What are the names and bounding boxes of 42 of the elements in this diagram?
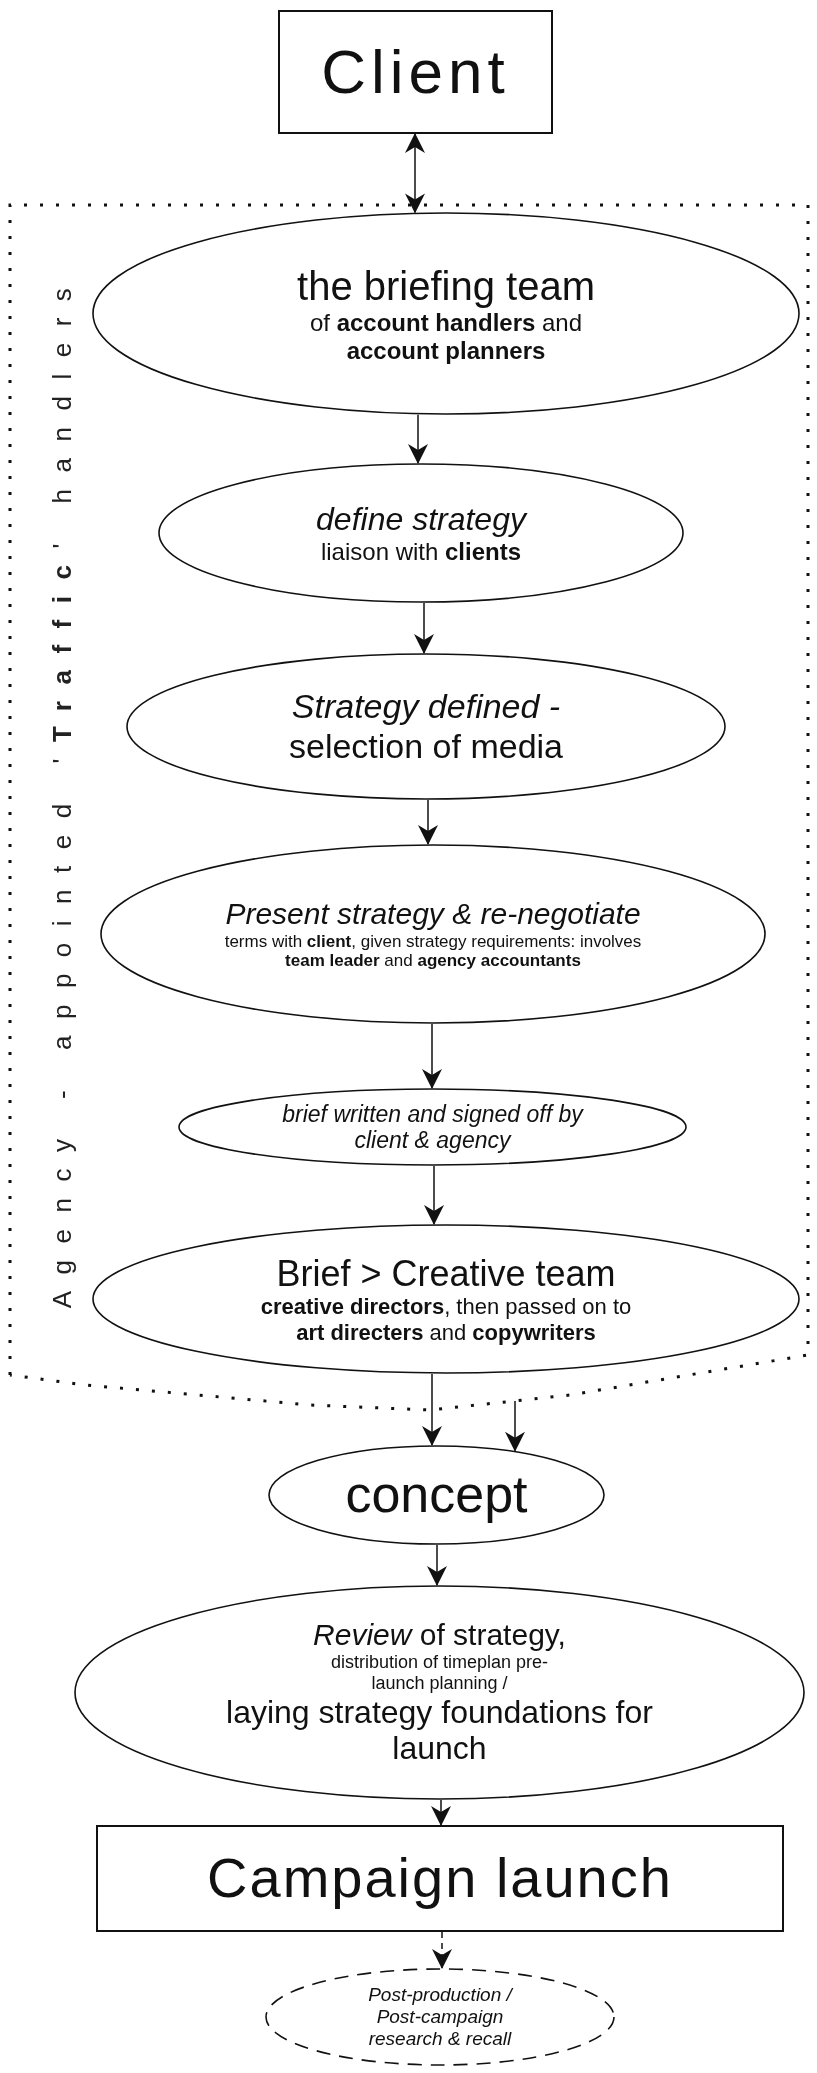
arrow xyxy=(432,1931,452,1969)
node-title: Post-production / Post-campaign research & recall xyxy=(367,1984,515,2050)
node-title: Campaign launch xyxy=(207,1846,673,1911)
process-ellipse xyxy=(92,212,800,415)
dashed-ellipse xyxy=(265,1968,615,2066)
node-text: laying strategy foundations for launch xyxy=(225,1693,654,1768)
node-text: liaison with clients xyxy=(320,537,522,566)
process-ellipse xyxy=(158,463,684,603)
process-ellipse xyxy=(178,1088,687,1166)
process-box xyxy=(278,10,553,134)
node-title: the briefing team xyxy=(297,262,595,309)
arrow xyxy=(405,133,425,214)
process-box xyxy=(96,1825,784,1932)
node-title: Present strategy & re-negotiate xyxy=(225,897,641,932)
node-text: distribution of timeplan pre-launch planning / xyxy=(329,1652,550,1694)
dotted-region xyxy=(10,205,808,1412)
node-text: selection of media xyxy=(288,726,563,766)
node-title: Client xyxy=(321,36,510,108)
node-text: of account handlers and account planners xyxy=(308,308,584,365)
process-ellipse xyxy=(74,1585,805,1800)
node-title: Strategy defined - xyxy=(291,687,561,727)
node-title: define strategy xyxy=(316,500,526,538)
process-ellipse xyxy=(92,1224,800,1374)
node-text: creative directors, then passed on to art directers and copywriters xyxy=(259,1294,633,1345)
arrow xyxy=(422,1023,442,1089)
arrow xyxy=(505,1400,525,1452)
arrow xyxy=(427,1544,447,1586)
arrow xyxy=(431,1799,451,1826)
node-text: terms with client, given strategy requirements: involves team leader and agency accountants xyxy=(223,931,643,971)
region-label: Agency - appointed 'Traffic' handlers xyxy=(45,270,78,1311)
process-ellipse xyxy=(126,653,726,800)
arrow xyxy=(424,1165,444,1226)
node-title: Brief > Creative team xyxy=(276,1253,616,1295)
arrow xyxy=(418,799,438,845)
node-title: brief written and signed off by client & agency xyxy=(281,1100,585,1154)
arrow xyxy=(414,602,434,654)
process-ellipse xyxy=(268,1445,605,1545)
process-ellipse xyxy=(100,844,766,1024)
node-title: concept xyxy=(345,1465,528,1525)
arrow xyxy=(408,413,428,464)
arrow xyxy=(422,1373,442,1446)
node-title: Review of strategy, xyxy=(313,1617,566,1653)
